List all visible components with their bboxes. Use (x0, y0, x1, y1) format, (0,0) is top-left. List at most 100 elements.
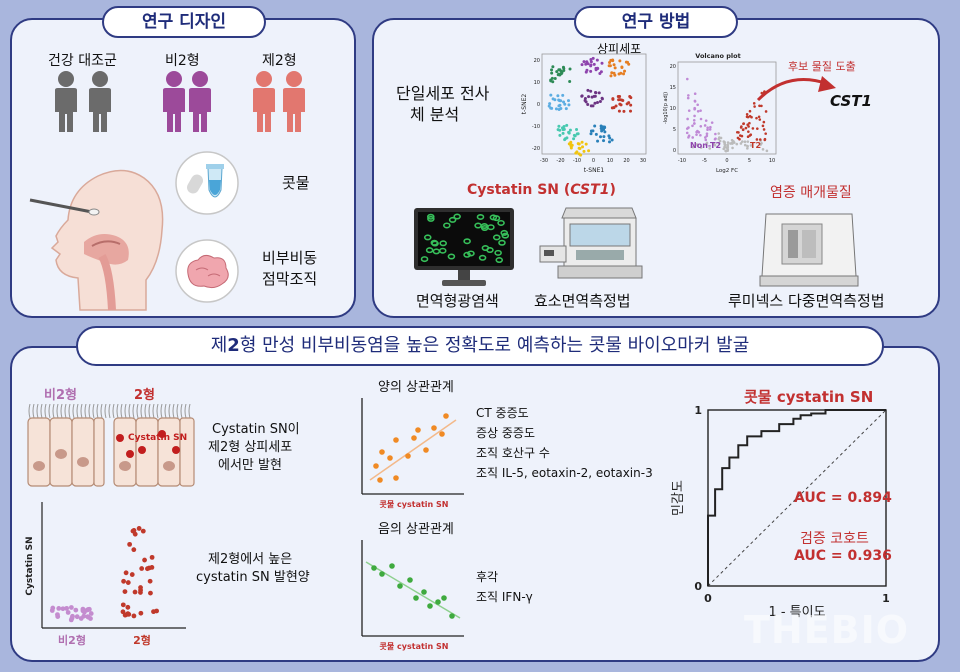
volcano-point (755, 116, 758, 120)
tsne-point (566, 99, 570, 103)
tsne-point (599, 70, 603, 74)
corr-point (371, 565, 377, 571)
tsne-ytick: 0 (537, 102, 540, 108)
corr-point (411, 435, 417, 441)
tsne-point (627, 101, 631, 105)
tsne-point (561, 131, 565, 135)
volcano-point (757, 115, 761, 119)
volcano-point (703, 124, 707, 127)
dot-t2 (140, 528, 146, 534)
tsne-point (602, 135, 606, 139)
tsne-point (587, 95, 591, 99)
tsne-point (568, 128, 572, 132)
if-cell (486, 247, 494, 254)
cilium (164, 404, 167, 419)
if-cell (501, 232, 510, 239)
roc-frame (707, 409, 887, 587)
dot-t2 (139, 566, 145, 571)
tsne-point (551, 65, 555, 69)
tsne-point (559, 99, 563, 103)
cystatin-title-pre: Cystatin SN ( (467, 182, 571, 198)
cilium (36, 404, 39, 419)
tsne-point (559, 72, 563, 76)
tsne-point (621, 98, 625, 102)
tsne-point (559, 69, 563, 73)
tsne-point (585, 68, 589, 72)
dot-t2 (125, 604, 131, 610)
cilium (132, 404, 135, 419)
volcano-point (687, 109, 691, 112)
tsne-ytick: 10 (534, 80, 540, 86)
tsne-point (612, 63, 616, 67)
if-cell (453, 213, 461, 220)
cilium (188, 404, 191, 419)
tsne-point (549, 79, 553, 83)
dot-t2 (127, 541, 133, 547)
tsne-point (592, 62, 596, 66)
volcano-point (719, 136, 723, 140)
volcano-point (743, 140, 747, 143)
volcano-xtick: 10 (769, 158, 775, 164)
method-luminex-label: 루미넥스 다중면역측정법 (728, 292, 885, 310)
tsne-ytick: -20 (532, 146, 540, 152)
tsne-point (555, 70, 559, 74)
pos-corr-title: 양의 상관관계 (378, 380, 454, 395)
volcano-xlabel: Log2 FC (716, 168, 738, 174)
dot-non-t2 (85, 614, 91, 620)
neg-corr-title: 음의 상관관계 (378, 522, 454, 537)
volcano-point (699, 109, 702, 112)
banner-bold: 2 (227, 335, 240, 356)
cilium (144, 404, 147, 419)
dot-non-t2 (50, 605, 56, 611)
dot-x-t2: 2형 (133, 633, 151, 647)
volcano-point (761, 148, 765, 151)
corr-point (427, 603, 433, 609)
corr-point (415, 427, 421, 433)
volcano-point (762, 120, 766, 124)
cilium (92, 404, 95, 419)
volcano-point (764, 132, 767, 135)
dot-non-t2 (65, 610, 71, 615)
volcano-point (687, 126, 690, 129)
tsne-point (614, 104, 618, 108)
tsne-point (622, 72, 626, 76)
volcano-point (713, 143, 717, 147)
cystatin-title-gene: CST1 (570, 182, 610, 198)
tsne-point (563, 102, 567, 106)
pos-item-3: 조직 IL-5, eotaxin-2, eotaxin-3 (476, 466, 653, 480)
tsne-point (618, 59, 622, 63)
corr-trend-line (369, 419, 457, 481)
roc-curve (707, 409, 886, 586)
tsne-point (589, 60, 593, 64)
cilium (148, 404, 151, 419)
tsne-point (556, 73, 560, 77)
roc-ytick-0: 0 (694, 580, 702, 593)
volcano-right-label: T2 (750, 141, 761, 150)
epi-text-2: 제2형 상피세포 (208, 440, 293, 455)
volcano-point (740, 125, 743, 128)
volcano-point (731, 146, 734, 150)
dot-t2 (149, 565, 155, 570)
tsne-point (619, 103, 623, 107)
tsne-point (612, 106, 616, 110)
volcano-point (722, 140, 726, 143)
volcano-ytick: 20 (670, 64, 676, 70)
candidate-label: 후보 물질 도출 (788, 60, 856, 73)
if-cell (487, 224, 495, 231)
tube-icon (175, 151, 239, 215)
cilium (44, 404, 47, 419)
volcano-ylabel: -log10(p adj) (663, 92, 669, 124)
volcano-point (699, 133, 702, 137)
if-cell (463, 238, 471, 245)
results-panel (10, 346, 940, 662)
tsne-point (581, 145, 585, 149)
tsne-point (600, 61, 604, 65)
tsne-point (551, 97, 555, 101)
volcano-point (755, 138, 759, 141)
tsne-point (575, 150, 579, 154)
volcano-point (686, 117, 689, 121)
tsne-point (628, 94, 632, 98)
volcano-point (685, 131, 689, 135)
volcano-point (706, 128, 709, 132)
tsne-point (567, 130, 571, 134)
